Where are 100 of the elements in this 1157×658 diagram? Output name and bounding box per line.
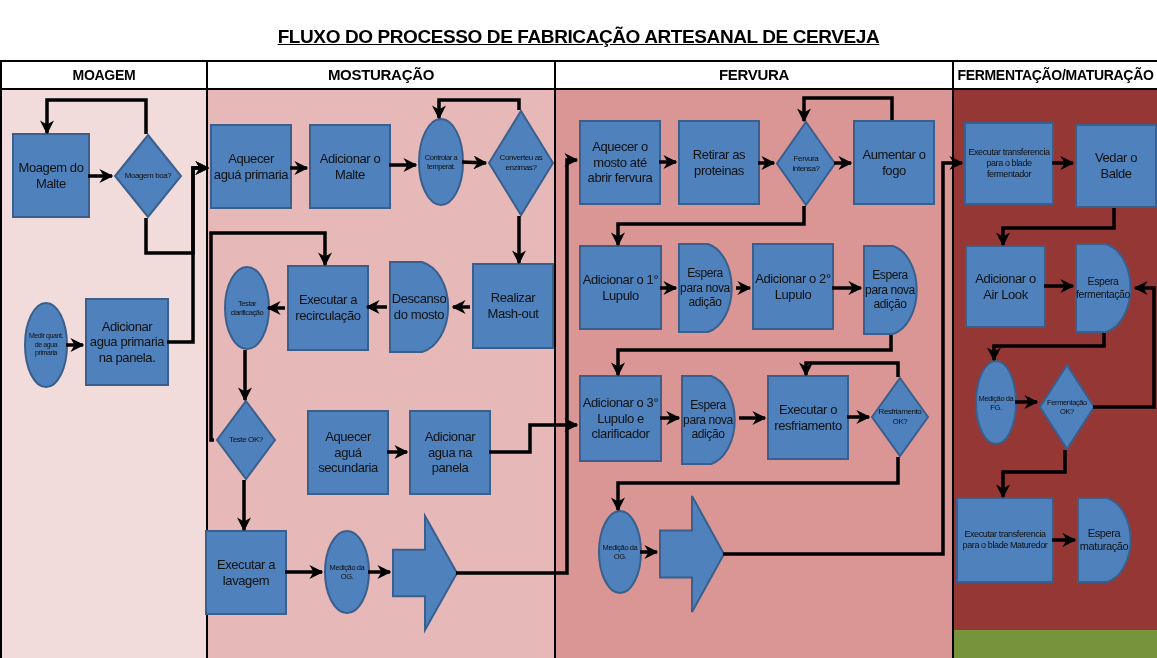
arrow <box>834 156 853 170</box>
swimlane <box>554 60 952 658</box>
arrow <box>368 565 392 579</box>
step-label: Converteu as enzimas? <box>498 153 544 173</box>
step-label: Adicionar agua primaria na panela. <box>88 318 166 366</box>
process-box <box>767 375 849 460</box>
lane-header: MOAGEM <box>2 60 206 90</box>
arrow <box>512 216 526 265</box>
step-label: Adicionar agua na panela <box>423 429 477 476</box>
arrow <box>237 480 251 532</box>
process-box <box>964 122 1054 205</box>
arrow <box>238 350 252 402</box>
decision-diamond <box>776 121 836 206</box>
decision-diamond <box>114 134 182 218</box>
arrow <box>1015 395 1039 409</box>
large-pointer-shape <box>659 495 725 613</box>
step-label: Aquecer o mosto até abrir fervura <box>586 139 654 186</box>
arrow <box>451 300 470 314</box>
arrow <box>832 281 863 295</box>
lane-header: MOSTURAÇÃO <box>208 60 554 90</box>
lane-header: FERVURA <box>556 60 952 90</box>
process-box <box>579 245 662 330</box>
step-label: Adicionar o 2° Lupulo <box>755 270 831 303</box>
arrow <box>285 565 324 579</box>
process-box <box>307 410 389 495</box>
step-label: Aquecer aguá primaria <box>213 150 289 183</box>
step-label: Espera maturação <box>1078 526 1130 554</box>
arrow <box>266 301 285 315</box>
process-oval <box>598 510 642 594</box>
arrow <box>799 361 900 377</box>
arrow <box>365 300 387 314</box>
arrow <box>432 98 521 120</box>
process-box <box>579 375 662 462</box>
step-label: Executar a lavagem <box>215 556 277 589</box>
arrow <box>290 161 309 175</box>
arrow <box>1052 156 1075 170</box>
step-label: Resfriamento OK? <box>877 407 923 427</box>
arrow <box>1093 281 1156 409</box>
step-label: Adicionar o 1° Lupulo <box>582 271 659 304</box>
step-label: Espera para nova adição <box>864 268 916 312</box>
arrow <box>88 169 114 183</box>
arrow <box>640 545 659 559</box>
arrow <box>660 281 678 295</box>
step-label: Vedar o Balde <box>1094 150 1138 182</box>
step-label: Moagem do Malte <box>17 159 85 192</box>
step-label: Descanso do mosto <box>390 291 448 323</box>
swimlane <box>952 60 1157 658</box>
process-box <box>287 265 369 351</box>
process-box <box>965 245 1046 328</box>
decision-diamond <box>1039 364 1095 450</box>
arrow <box>387 445 409 459</box>
process-box <box>678 120 760 205</box>
arrow <box>209 231 332 442</box>
step-label: Fervura intensa? <box>791 153 821 174</box>
process-box <box>956 497 1054 583</box>
step-label: Executar o resfriamento <box>773 401 843 434</box>
step-label: Executar transferencia para o blade fermentador <box>967 147 1051 180</box>
arrow <box>1052 533 1077 547</box>
step-label: Executar transferencia para o blade Maturedor <box>961 529 1049 551</box>
diagram-title: FLUXO DO PROCESSO DE FABRICAÇÃO ARTESANAL DE CERVEJA <box>277 26 880 47</box>
step-label: Espera para nova adição <box>679 266 731 310</box>
process-oval <box>418 118 464 206</box>
arrow <box>489 418 579 454</box>
arrow <box>847 410 871 424</box>
arrow <box>996 208 1116 247</box>
arrow <box>723 156 964 556</box>
step-label: Teste OK? <box>229 435 263 445</box>
step-label: Executar a recirculação <box>294 292 362 324</box>
decision-diamond <box>216 400 276 480</box>
arrow <box>456 153 579 575</box>
step-label: Aquecer aguá secundaria <box>317 429 379 476</box>
process-box <box>309 124 391 209</box>
arrow <box>167 161 210 344</box>
arrow <box>660 411 681 425</box>
arrow <box>611 206 806 247</box>
process-oval <box>24 302 68 388</box>
arrow <box>758 156 776 170</box>
process-box <box>752 243 834 330</box>
swimlane <box>206 60 554 658</box>
arrow <box>996 450 1067 499</box>
process-box <box>472 263 554 349</box>
process-box <box>409 410 491 495</box>
arrow <box>40 98 148 135</box>
step-label: Moagem boa? <box>124 171 172 181</box>
process-oval <box>224 266 270 350</box>
step-label: Espera para nova adição <box>682 398 734 442</box>
step-label: Adicionar o Air Look <box>974 270 1037 303</box>
arrow <box>66 338 85 352</box>
process-oval <box>975 360 1017 445</box>
arrow <box>611 335 893 377</box>
arrow <box>797 96 894 123</box>
step-label: Aumentar o fogo <box>861 146 927 179</box>
arrow <box>987 333 1106 362</box>
step-label: Adicionar o 3° Lupulo e clarificador <box>582 395 659 442</box>
step-label: Retirar as proteinas <box>691 146 747 179</box>
arrow <box>659 155 678 169</box>
lane-header: FERMENTAÇÃO/MATURAÇÃO <box>954 60 1157 90</box>
arrow <box>389 158 418 172</box>
process-box <box>853 120 935 205</box>
process-box <box>579 120 661 205</box>
